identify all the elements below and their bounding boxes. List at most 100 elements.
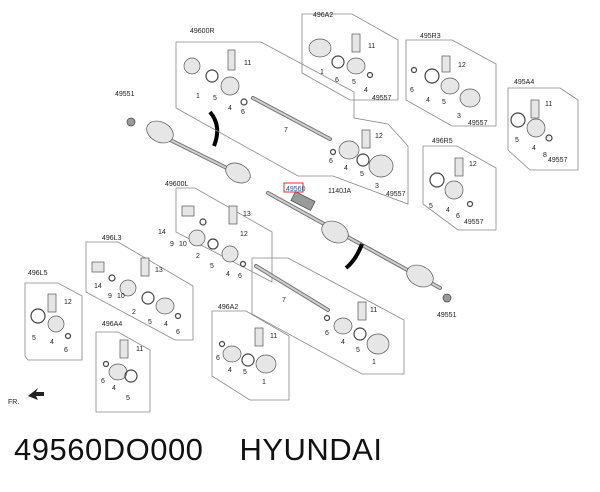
num-1-ll: 1 <box>372 359 376 366</box>
box-lower-shaft <box>251 257 405 375</box>
num-10-l3: 10 <box>117 293 125 300</box>
num-12-r5: 12 <box>469 161 477 168</box>
box-496A4-lower <box>95 331 151 413</box>
box-496L5 <box>24 282 83 361</box>
num-2-l3: 2 <box>132 309 136 316</box>
label-49551-lower: 49551 <box>437 312 457 319</box>
num-4-a2l: 4 <box>228 367 232 374</box>
num-7: 7 <box>284 127 288 134</box>
box-496L3 <box>85 241 194 341</box>
num-6: 6 <box>241 109 245 116</box>
label-496A4-lower: 496A4 <box>102 321 122 328</box>
num-4-a2: 4 <box>364 87 368 94</box>
label-49600R: 49600R <box>190 28 215 35</box>
num-11-a4: 11 <box>545 101 552 108</box>
box-49600L <box>175 187 273 283</box>
num-4-l3: 4 <box>164 321 168 328</box>
num-6-l3: 6 <box>176 329 180 336</box>
num-6-l: 6 <box>238 273 242 280</box>
part-number: 49560DO000 <box>14 432 204 467</box>
num-5: 5 <box>213 95 217 102</box>
num-4-ll: 4 <box>341 339 345 346</box>
num-7-l: 7 <box>282 297 286 304</box>
label-49557-r5: 49557 <box>464 219 484 226</box>
front-direction-arrow <box>28 388 44 400</box>
box-49600R <box>175 41 409 205</box>
num-1-a2l: 1 <box>262 379 266 386</box>
num-9-l3: 9 <box>108 293 112 300</box>
num-6-a4l: 6 <box>101 378 105 385</box>
num-9: 9 <box>170 241 174 248</box>
label-496A2-top: 496A2 <box>313 12 333 19</box>
num-5-a2l: 5 <box>243 369 247 376</box>
label-49551-upper: 49551 <box>115 91 135 98</box>
num-6-r3: 6 <box>410 87 414 94</box>
num-4-r3: 4 <box>426 97 430 104</box>
lower-drive-shaft <box>266 182 452 303</box>
num-5b: 5 <box>360 171 364 178</box>
label-496L3: 496L3 <box>102 235 122 242</box>
label-496L5: 496L5 <box>28 270 48 277</box>
num-10: 10 <box>179 241 187 248</box>
num-5-a2: 5 <box>352 79 356 86</box>
num-13: 13 <box>243 211 251 218</box>
num-4-a4: 4 <box>532 145 536 152</box>
num-5-l3: 5 <box>148 319 152 326</box>
num-11-ll: 11 <box>370 307 377 314</box>
label-49557-a4: 49557 <box>548 157 568 164</box>
label-496A2-lower: 496A2 <box>218 304 238 311</box>
label-495R3: 495R3 <box>420 33 441 40</box>
num-12-l5: 12 <box>64 299 72 306</box>
upper-drive-shaft <box>126 110 251 184</box>
label-49557-a2: 49557 <box>372 95 392 102</box>
num-12-r3: 12 <box>458 62 466 69</box>
num-12-l: 12 <box>240 231 248 238</box>
num-3-r3: 3 <box>457 113 461 120</box>
num-5-l: 5 <box>210 263 214 270</box>
num-4-l5: 4 <box>50 339 54 346</box>
num-6-a2: 6 <box>335 77 339 84</box>
box-495A4 <box>507 87 579 171</box>
label-496R5: 496R5 <box>432 138 453 145</box>
label-49560: 49560 <box>286 186 306 193</box>
num-2: 2 <box>196 253 200 260</box>
num-5-ll: 5 <box>356 347 360 354</box>
num-4-r5: 4 <box>446 207 450 214</box>
num-6b: 6 <box>329 158 333 165</box>
num-4b: 4 <box>344 165 348 172</box>
num-14-l3: 14 <box>94 283 102 290</box>
num-5-a4: 5 <box>515 137 519 144</box>
num-1-a2: 1 <box>320 69 324 76</box>
num-4-a4l: 4 <box>112 385 116 392</box>
num-14: 14 <box>158 229 166 236</box>
num-13-l3: 13 <box>155 267 163 274</box>
brand-name: HYUNDAI <box>239 432 383 467</box>
num-11-a4l: 11 <box>136 346 143 353</box>
num-6-ll: 6 <box>325 330 329 337</box>
label-49600L: 49600L <box>165 181 188 188</box>
label-49557-r3: 49557 <box>468 120 488 127</box>
box-495R3 <box>405 39 497 127</box>
num-8-a4: 8 <box>543 152 547 159</box>
front-label: FR. <box>8 399 19 406</box>
num-5-l5: 5 <box>32 335 36 342</box>
num-11: 11 <box>244 60 251 67</box>
num-5-r3: 5 <box>442 99 446 106</box>
num-11-a2: 11 <box>368 43 375 50</box>
exploded-parts-diagram: 49600R 496A2 495R3 495A4 496R5 49551 495… <box>8 12 579 413</box>
num-6-l5: 6 <box>64 347 68 354</box>
highlight-box <box>283 182 304 193</box>
num-4: 4 <box>228 105 232 112</box>
box-496R5 <box>422 145 497 231</box>
num-6-a2l: 6 <box>216 355 220 362</box>
label-49557-r: 49557 <box>386 191 406 198</box>
num-11-a2l: 11 <box>270 333 277 340</box>
label-1140JA: 1140JA <box>328 188 352 195</box>
num-4-l: 4 <box>226 271 230 278</box>
box-496A2-top <box>301 13 399 101</box>
product-caption: 49560DO000 HYUNDAI <box>14 432 382 468</box>
num-3: 3 <box>375 183 379 190</box>
num-6-r5: 6 <box>456 213 460 220</box>
num-5-a4l: 5 <box>126 395 130 402</box>
num-12: 12 <box>375 133 383 140</box>
